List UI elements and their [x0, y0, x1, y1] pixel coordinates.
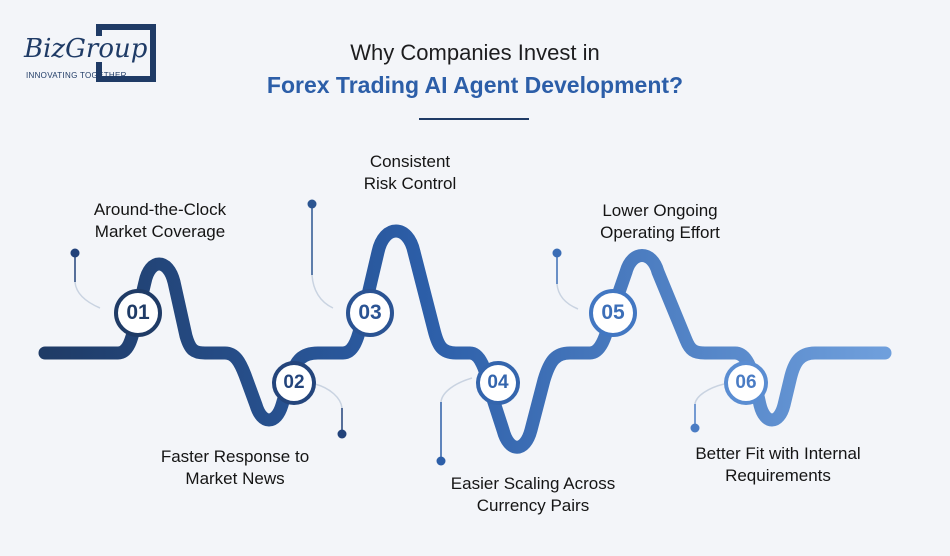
connector-06 — [690, 383, 725, 433]
step-06-line-2: Requirements — [725, 466, 831, 485]
step-05-line-1: Lower Ongoing — [602, 201, 718, 220]
step-05-line-2: Operating Effort — [600, 223, 720, 242]
page-title-line-2: Forex Trading AI Agent Development? — [266, 72, 684, 98]
step-01-line-1: Around-the-Clock — [93, 200, 227, 219]
step-01-badge: 01 — [114, 289, 162, 337]
step-01-label: Around-the-Clock Market Coverage — [60, 199, 260, 243]
logo-tagline: INNOVATING TOGETHER — [26, 71, 127, 80]
step-03-line-1: Consistent — [369, 152, 451, 171]
step-06-badge: 06 — [724, 361, 768, 405]
step-05-badge: 05 — [589, 289, 637, 337]
step-03-line-2: Risk Control — [363, 174, 457, 193]
step-05-label: Lower Ongoing Operating Effort — [560, 200, 760, 244]
step-04-badge: 04 — [476, 361, 520, 405]
logo-name: BizGroup — [24, 34, 150, 64]
connector-05 — [552, 248, 579, 310]
step-04-line-2: Currency Pairs — [476, 496, 590, 515]
step-01-line-2: Market Coverage — [94, 222, 226, 241]
connector-01 — [70, 248, 101, 309]
page-title-line-1: Why Companies Invest in — [350, 40, 600, 65]
connector-03 — [307, 199, 334, 309]
step-04-label: Easier Scaling Across Currency Pairs — [418, 473, 648, 517]
step-06-label: Better Fit with Internal Requirements — [668, 443, 888, 487]
step-02-line-2: Market News — [185, 469, 285, 488]
step-02-label: Faster Response to Market News — [130, 446, 340, 490]
step-06-line-1: Better Fit with Internal — [695, 444, 861, 463]
wave-line — [38, 224, 892, 454]
step-03-badge: 03 — [346, 289, 394, 337]
step-02-badge: 02 — [272, 361, 316, 405]
bizgroup-logo: BizGroup INNOVATING TOGETHER — [22, 24, 156, 82]
step-04-line-1: Easier Scaling Across — [450, 474, 616, 493]
connector-04 — [436, 377, 473, 466]
title-underline — [419, 118, 529, 120]
connector-02 — [314, 383, 347, 439]
step-03-label: Consistent Risk Control — [320, 151, 500, 195]
step-02-line-1: Faster Response to — [160, 447, 310, 466]
